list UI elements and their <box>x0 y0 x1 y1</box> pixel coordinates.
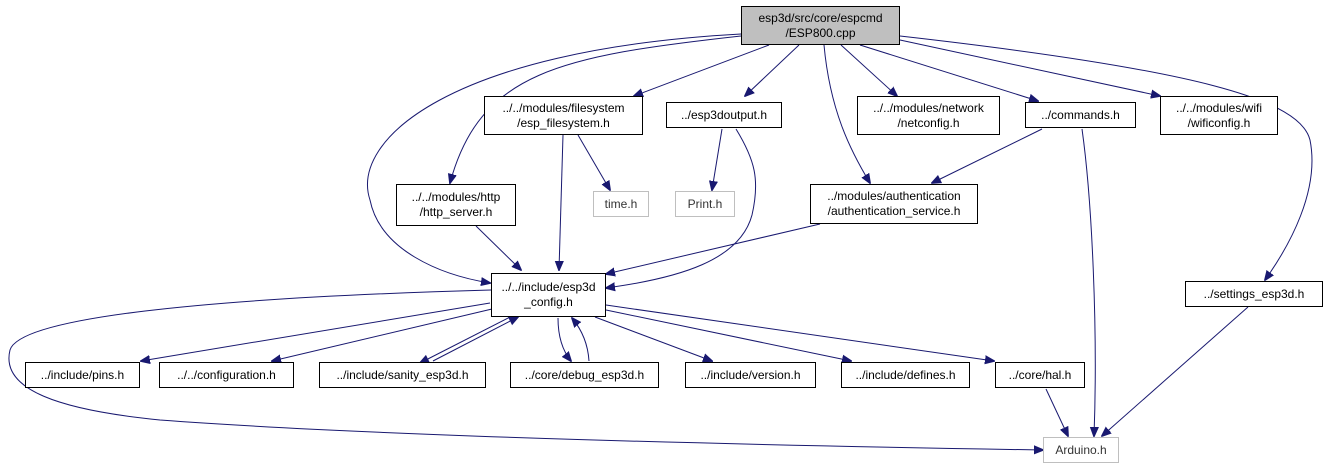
edge-config-version <box>594 316 712 361</box>
node-label: Arduino.h <box>1055 442 1107 457</box>
node-label: /wificonfig.h <box>1187 115 1251 130</box>
edge-config-defines <box>605 309 851 361</box>
node-label: ../modules/authentication <box>827 189 961 203</box>
node-label: ../core/hal.h <box>1008 367 1072 382</box>
node-esp-filesystem[interactable]: ../../modules/filesystem /esp_filesystem… <box>484 96 643 135</box>
edge-filesystem-time <box>577 134 610 190</box>
node-print[interactable]: Print.h <box>675 191 735 217</box>
edge-config-sanity <box>420 316 511 363</box>
node-label: ../esp3doutput.h <box>680 107 768 122</box>
edge-filesystem-config <box>559 134 563 270</box>
node-hal[interactable]: ../core/hal.h <box>995 362 1085 388</box>
root-file-label-1: esp3d/src/core/espcmd <box>758 10 883 25</box>
node-label: time.h <box>604 196 638 211</box>
edge-root-filesystem <box>634 44 770 96</box>
root-file-node: esp3d/src/core/espcmd /ESP800.cpp <box>741 6 900 45</box>
node-label: ../include/version.h <box>700 367 801 382</box>
node-netconfig[interactable]: ../../modules/network /netconfig.h <box>857 96 1000 135</box>
edge-config-debug <box>557 317 571 361</box>
edge-hal-arduino <box>1045 388 1068 436</box>
edge-root-wificonfig <box>899 39 1160 96</box>
edge-root-commands <box>859 44 1038 101</box>
node-configuration[interactable]: ../../configuration.h <box>159 362 294 388</box>
node-label: ../../modules/filesystem <box>502 100 625 115</box>
edge-esp3doutput-print <box>712 128 723 190</box>
node-pins[interactable]: ../include/pins.h <box>25 362 140 388</box>
edge-config-pins <box>141 302 491 361</box>
edge-config-arduino <box>8 289 1043 450</box>
node-label: /authentication_service.h <box>827 204 961 218</box>
node-label: ../include/pins.h <box>40 367 125 382</box>
node-authentication-service[interactable]: ../modules/authentication /authenticatio… <box>810 184 978 224</box>
edge-root-esp3doutput <box>745 44 800 96</box>
node-arduino[interactable]: Arduino.h <box>1043 437 1119 463</box>
node-http-server[interactable]: ../../modules/http /http_server.h <box>396 184 516 226</box>
node-label: ../settings_esp3d.h <box>1203 286 1305 301</box>
node-esp3doutput[interactable]: ../esp3doutput.h <box>666 102 782 128</box>
node-label: ../../modules/network <box>873 100 984 115</box>
edge-commands-arduino <box>1081 128 1095 436</box>
node-debug-esp3d[interactable]: ../core/debug_esp3d.h <box>510 362 659 388</box>
node-label: ../../modules/wifi <box>1175 100 1263 115</box>
edge-sanity-config <box>432 317 518 362</box>
node-label: ../include/defines.h <box>855 367 956 382</box>
node-settings-esp3d[interactable]: ../settings_esp3d.h <box>1185 281 1323 307</box>
edge-root-settings <box>899 35 1313 280</box>
node-wificonfig[interactable]: ../../modules/wifi /wificonfig.h <box>1160 96 1278 135</box>
node-commands[interactable]: ../commands.h <box>1025 102 1136 128</box>
root-file-label-2: /ESP800.cpp <box>785 25 856 40</box>
node-label: ../../configuration.h <box>177 367 276 382</box>
node-label: /netconfig.h <box>897 115 960 130</box>
edge-root-config <box>367 33 742 283</box>
node-label: ../../include/esp3d <box>501 280 596 294</box>
node-label: /esp_filesystem.h <box>517 115 610 130</box>
edge-auth-config <box>606 223 821 274</box>
node-esp3d-config[interactable]: ../../include/esp3d _config.h <box>491 273 606 317</box>
edge-config-configuration <box>272 308 493 361</box>
node-label: Print.h <box>687 196 723 211</box>
node-version[interactable]: ../include/version.h <box>685 362 816 388</box>
edge-root-http <box>450 35 742 183</box>
edge-root-authentication <box>823 44 870 183</box>
node-defines[interactable]: ../include/defines.h <box>841 362 970 388</box>
node-time[interactable]: time.h <box>593 191 649 217</box>
edge-esp3doutput-config <box>606 128 757 288</box>
edge-http-config <box>475 225 521 270</box>
node-sanity-esp3d[interactable]: ../include/sanity_esp3d.h <box>319 362 486 388</box>
node-label: _config.h <box>524 295 573 309</box>
node-label: ../include/sanity_esp3d.h <box>336 367 469 382</box>
edge-settings-arduino <box>1102 306 1249 436</box>
node-label: ../core/debug_esp3d.h <box>524 367 645 382</box>
edge-debug-config <box>572 318 590 362</box>
node-label: ../commands.h <box>1041 107 1120 122</box>
edge-config-hal <box>605 304 994 361</box>
node-label: /http_server.h <box>419 205 493 219</box>
edge-root-netconfig <box>840 44 897 96</box>
node-label: ../../modules/http <box>411 190 501 204</box>
edge-commands-authentication <box>932 128 1043 183</box>
